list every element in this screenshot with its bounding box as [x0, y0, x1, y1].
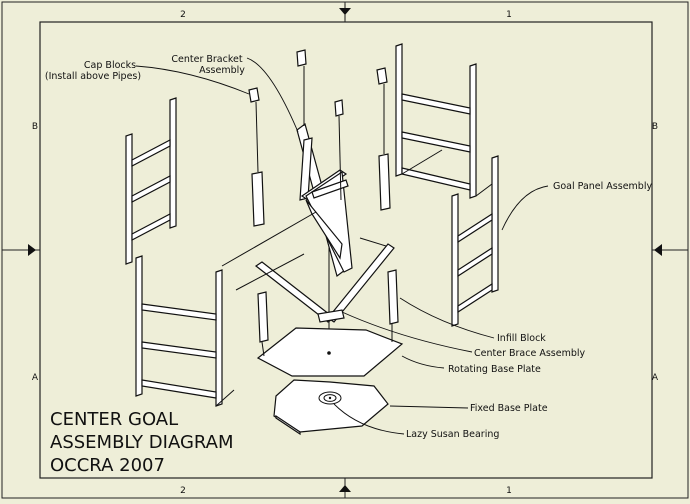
- zone-bottom-2: 2: [180, 486, 186, 496]
- goal-panel-right-front: [451, 155, 499, 327]
- zone-right-a: A: [652, 373, 659, 383]
- title-line-2: ASSEMBLY DIAGRAM: [50, 432, 234, 453]
- pipe-lower-left: [257, 291, 269, 343]
- label-rotating-base: Rotating Base Plate: [448, 364, 541, 375]
- zone-left-a: A: [32, 373, 39, 383]
- fixed-base-plate: [273, 379, 389, 436]
- rotating-base-plate: [256, 327, 404, 377]
- goal-panel-back-right: [395, 43, 477, 199]
- leader-lines: [135, 57, 549, 435]
- pipe-lower-right: [387, 269, 399, 325]
- pipe-right: [378, 153, 391, 211]
- center-brace-assembly: [254, 243, 395, 323]
- left-center-mark: [28, 244, 36, 256]
- label-cap-blocks-note: (Install above Pipes): [45, 71, 141, 82]
- zone-left-b: B: [32, 122, 38, 132]
- top-center-mark: [339, 4, 351, 20]
- label-center-bracket-2: Assembly: [199, 65, 245, 76]
- label-fixed-base: Fixed Base Plate: [470, 403, 548, 414]
- cap-block-top: [296, 49, 307, 67]
- title-line-3: OCCRA 2007: [50, 455, 165, 476]
- label-goal-panel: Goal Panel Assembly: [553, 181, 652, 192]
- cap-block-center: [334, 99, 344, 117]
- pipe-left: [251, 171, 265, 227]
- lazy-susan-bearing: [318, 391, 342, 405]
- zone-bottom-1: 1: [506, 486, 512, 496]
- label-infill-block: Infill Block: [497, 333, 546, 344]
- zone-right-b: B: [652, 122, 658, 132]
- goal-panel-left-front: [135, 255, 223, 407]
- center-bracket-assembly: [296, 122, 353, 278]
- label-lazy-susan: Lazy Susan Bearing: [406, 429, 499, 440]
- bottom-center-mark: [339, 485, 351, 492]
- cap-block-left: [248, 87, 260, 103]
- goal-panel-left-back: [125, 97, 177, 265]
- cap-block-right: [376, 67, 388, 85]
- label-center-brace: Center Brace Assembly: [474, 348, 585, 359]
- label-cap-blocks: Cap Blocks: [84, 60, 136, 71]
- zone-top-1: 1: [506, 10, 512, 20]
- zone-top-2: 2: [180, 10, 186, 20]
- assembly-guide-lines: [215, 66, 493, 407]
- title-line-1: CENTER GOAL: [50, 409, 178, 430]
- label-center-bracket: Center Bracket: [171, 54, 242, 65]
- right-center-mark: [654, 244, 662, 256]
